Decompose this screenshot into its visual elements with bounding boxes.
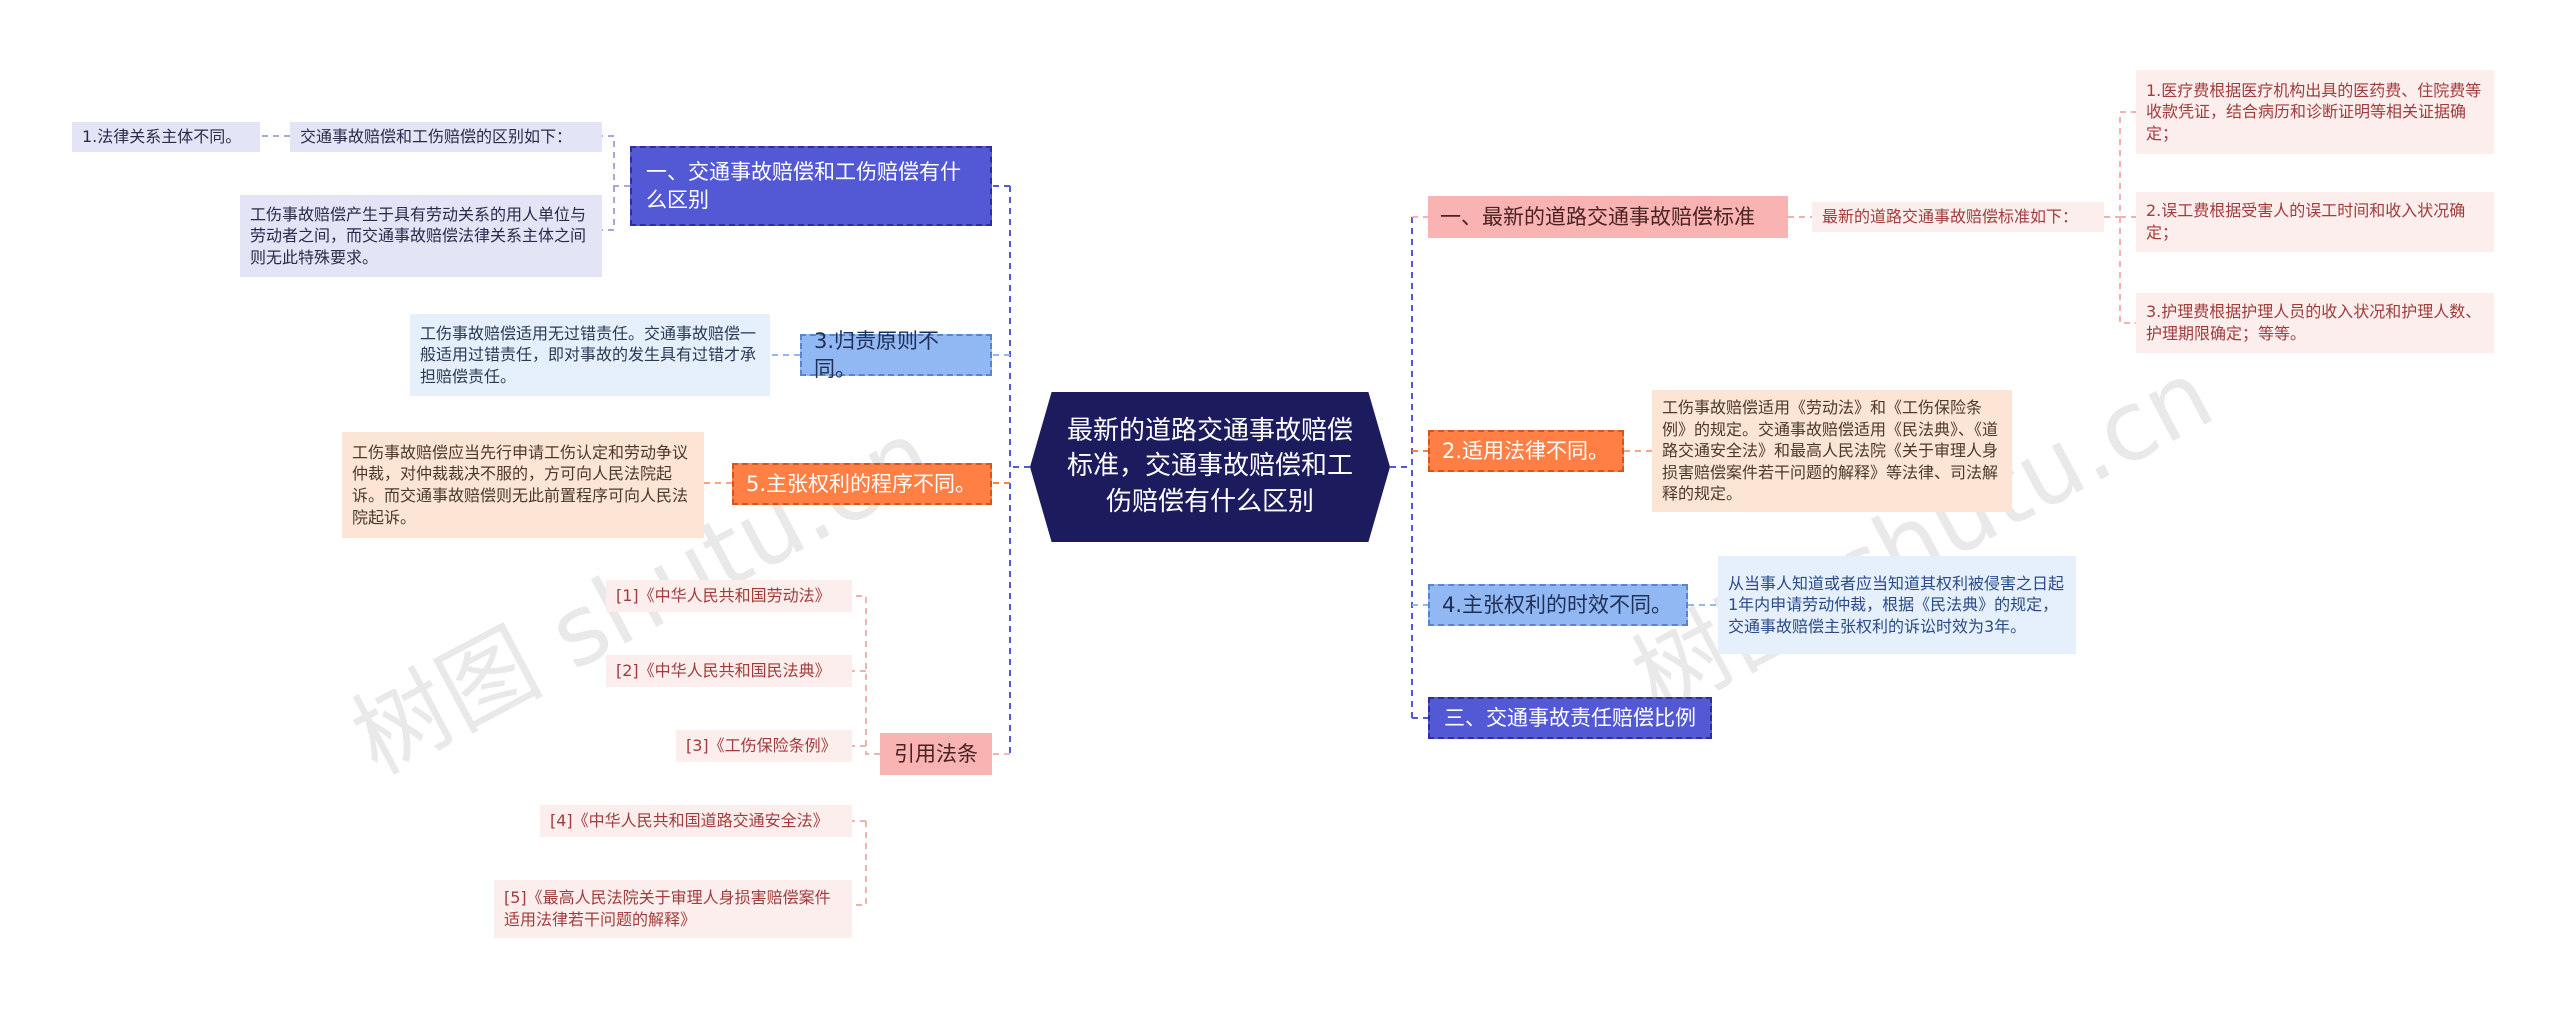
cited-law-1-text: [1]《中华人民共和国劳动法》: [616, 586, 831, 606]
standard-item-lost-wages[interactable]: 2.误工费根据受害人的误工时间和收入状况确定；: [2136, 192, 2494, 252]
cited-law-4[interactable]: [4]《中华人民共和国道路交通安全法》: [540, 805, 852, 837]
branch-liability-principle[interactable]: 3.归责原则不同。: [800, 329, 992, 381]
branch-difference-question-label: 一、交通事故赔偿和工伤赔偿有什么区别: [646, 159, 961, 212]
branch-cited-laws[interactable]: 引用法条: [880, 733, 992, 775]
latest-standard-intro[interactable]: 最新的道路交通事故赔偿标准如下：: [1812, 202, 2104, 232]
difference-point-1[interactable]: 1.法律关系主体不同。: [72, 122, 260, 152]
procedure-detail-text: 工伤事故赔偿应当先行申请工伤认定和劳动争议仲裁，对仲裁裁决不服的，方可向人民法院…: [352, 442, 689, 527]
cited-law-4-text: [4]《中华人民共和国道路交通安全法》: [550, 811, 829, 831]
central-topic[interactable]: 最新的道路交通事故赔偿标准，交通事故赔偿和工伤赔偿有什么区别: [1030, 392, 1390, 542]
branch-limitation-period[interactable]: 4.主张权利的时效不同。: [1428, 584, 1688, 626]
cited-law-2[interactable]: [2]《中华人民共和国民法典》: [606, 655, 852, 687]
standard-item-medical-text: 1.医疗费根据医疗机构出具的医药费、住院费等收款凭证，结合病历和诊断证明等相关证…: [2146, 80, 2482, 143]
cited-law-5[interactable]: [5]《最高人民法院关于审理人身损害赔偿案件适用法律若干问题的解释》: [494, 880, 852, 938]
cited-law-2-text: [2]《中华人民共和国民法典》: [616, 661, 831, 681]
standard-item-nursing-text: 3.护理费根据护理人员的收入状况和护理人数、护理期限确定；等等。: [2146, 302, 2482, 343]
branch-applicable-law-label: 2.适用法律不同。: [1442, 438, 1610, 463]
applicable-law-detail[interactable]: 工伤事故赔偿适用《劳动法》和《工伤保险条例》的规定。交通事故赔偿适用《民法典》、…: [1652, 390, 2012, 512]
standard-item-nursing[interactable]: 3.护理费根据护理人员的收入状况和护理人数、护理期限确定；等等。: [2136, 293, 2494, 353]
branch-limitation-period-label: 4.主张权利的时效不同。: [1442, 592, 1673, 617]
branch-liability-ratio[interactable]: 三、交通事故责任赔偿比例: [1428, 697, 1712, 739]
branch-latest-standard-label: 一、最新的道路交通事故赔偿标准: [1440, 204, 1755, 229]
branch-liability-principle-label: 3.归责原则不同。: [814, 328, 940, 381]
difference-detail[interactable]: 工伤事故赔偿产生于具有劳动关系的用人单位与劳动者之间，而交通事故赔偿法律关系主体…: [240, 195, 602, 277]
difference-detail-text: 工伤事故赔偿产生于具有劳动关系的用人单位与劳动者之间，而交通事故赔偿法律关系主体…: [250, 204, 587, 267]
applicable-law-detail-text: 工伤事故赔偿适用《劳动法》和《工伤保险条例》的规定。交通事故赔偿适用《民法典》、…: [1662, 398, 1999, 504]
standard-item-lost-wages-text: 2.误工费根据受害人的误工时间和收入状况确定；: [2146, 201, 2466, 242]
branch-procedure-label: 5.主张权利的程序不同。: [746, 471, 977, 496]
branch-difference-question[interactable]: 一、交通事故赔偿和工伤赔偿有什么区别: [630, 146, 992, 226]
standard-item-medical[interactable]: 1.医疗费根据医疗机构出具的医药费、住院费等收款凭证，结合病历和诊断证明等相关证…: [2136, 70, 2494, 154]
liability-principle-detail[interactable]: 工伤事故赔偿适用无过错责任。交通事故赔偿一般适用过错责任，即对事故的发生具有过错…: [410, 314, 770, 396]
difference-intro[interactable]: 交通事故赔偿和工伤赔偿的区别如下：: [290, 122, 602, 152]
latest-standard-intro-text: 最新的道路交通事故赔偿标准如下：: [1822, 207, 2079, 227]
limitation-period-detail-text: 从当事人知道或者应当知道其权利被侵害之日起1年内申请劳动仲裁，根据《民法典》的规…: [1728, 573, 2065, 636]
branch-latest-standard[interactable]: 一、最新的道路交通事故赔偿标准: [1428, 196, 1788, 238]
cited-law-3-text: [3]《工伤保险条例》: [686, 736, 837, 756]
branch-procedure[interactable]: 5.主张权利的程序不同。: [732, 463, 992, 505]
central-topic-label: 最新的道路交通事故赔偿标准，交通事故赔偿和工伤赔偿有什么区别: [1066, 416, 1353, 517]
procedure-detail[interactable]: 工伤事故赔偿应当先行申请工伤认定和劳动争议仲裁，对仲裁裁决不服的，方可向人民法院…: [342, 432, 704, 538]
cited-law-5-text: [5]《最高人民法院关于审理人身损害赔偿案件适用法律若干问题的解释》: [504, 888, 831, 929]
limitation-period-detail[interactable]: 从当事人知道或者应当知道其权利被侵害之日起1年内申请劳动仲裁，根据《民法典》的规…: [1718, 556, 2076, 654]
difference-intro-text: 交通事故赔偿和工伤赔偿的区别如下：: [300, 127, 573, 147]
branch-cited-laws-label: 引用法条: [894, 741, 978, 766]
cited-law-3[interactable]: [3]《工伤保险条例》: [676, 730, 852, 762]
liability-principle-detail-text: 工伤事故赔偿适用无过错责任。交通事故赔偿一般适用过错责任，即对事故的发生具有过错…: [420, 323, 757, 386]
difference-point-1-text: 1.法律关系主体不同。: [82, 127, 242, 147]
cited-law-1[interactable]: [1]《中华人民共和国劳动法》: [606, 580, 852, 612]
branch-applicable-law[interactable]: 2.适用法律不同。: [1428, 430, 1624, 472]
branch-liability-ratio-label: 三、交通事故责任赔偿比例: [1444, 705, 1696, 730]
